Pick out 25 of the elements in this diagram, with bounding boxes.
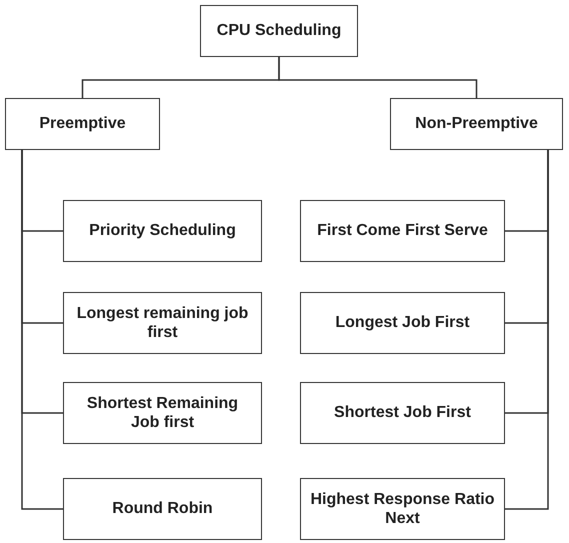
node-label: Non-Preemptive xyxy=(415,114,538,134)
connector-line xyxy=(278,57,478,98)
process-box xyxy=(300,382,505,444)
connector-line xyxy=(21,150,63,510)
node-label: CPU Scheduling xyxy=(216,21,342,41)
process-box xyxy=(300,292,505,354)
node-label: Highest Response Ratio Next xyxy=(309,490,496,528)
process-box xyxy=(63,382,262,444)
process-box xyxy=(63,200,262,262)
process-box xyxy=(300,478,505,540)
node-label: Shortest Remaining Job first xyxy=(86,394,240,432)
node-label: Priority Scheduling xyxy=(89,221,236,241)
process-box xyxy=(200,5,358,57)
process-box xyxy=(63,292,262,354)
connector-line xyxy=(505,150,549,510)
process-box xyxy=(5,98,160,150)
process-box xyxy=(390,98,563,150)
node-label: Preemptive xyxy=(39,114,126,134)
node-label: Longest Job First xyxy=(335,313,470,333)
node-label: Shortest Job First xyxy=(334,403,471,423)
node-label: First Come First Serve xyxy=(317,221,488,241)
node-label: Round Robin xyxy=(112,499,213,519)
process-box xyxy=(63,478,262,540)
process-box xyxy=(300,200,505,262)
node-label: Longest remaining job first xyxy=(76,304,250,342)
